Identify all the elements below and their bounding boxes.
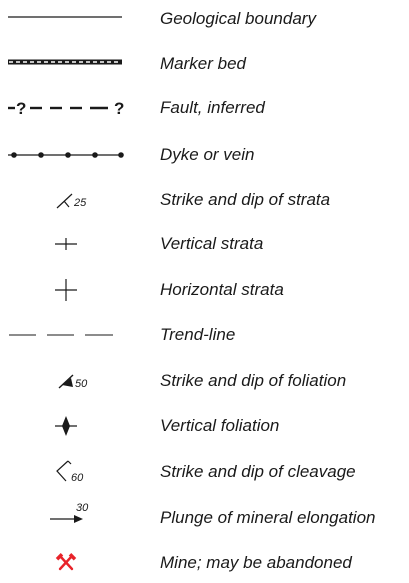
legend-label: Geological boundary: [160, 9, 316, 28]
legend-row-fault-inferred: ? ? Fault, inferred: [0, 88, 409, 128]
legend-label: Horizontal strata: [160, 280, 284, 299]
legend-label: Trend-line: [160, 325, 236, 344]
legend-row-trend-line: Trend-line: [0, 315, 409, 355]
trend-line: [0, 315, 140, 355]
plunge-value: 30: [76, 502, 89, 514]
legend-row-geological-boundary: Geological boundary: [0, 0, 409, 39]
mine-icon: [0, 543, 140, 583]
legend-label: Vertical foliation: [160, 416, 280, 435]
strike-dip-strata-icon: 25: [0, 180, 140, 220]
legend-row-vertical-foliation: Vertical foliation: [0, 406, 409, 446]
strike-dip-cleavage-icon: 60: [0, 452, 140, 492]
legend-label: Vertical strata: [160, 234, 264, 253]
svg-text:?: ?: [114, 99, 124, 118]
legend-label: Dyke or vein: [160, 145, 255, 164]
dyke-or-vein-line: [0, 135, 140, 175]
legend-row-mine: Mine; may be abandoned: [0, 543, 409, 583]
legend-row-dyke-or-vein: Dyke or vein: [0, 135, 409, 175]
strike-dip-foliation-icon: 50: [0, 361, 140, 401]
legend-row-strike-dip-cleavage: 60 Strike and dip of cleavage: [0, 452, 409, 492]
legend-label: Plunge of mineral elongation: [160, 508, 376, 527]
vertical-foliation-icon: [0, 406, 140, 446]
foliation-dip-value: 50: [75, 378, 88, 390]
strata-dip-value: 25: [73, 197, 87, 209]
legend-label: Strike and dip of foliation: [160, 371, 347, 390]
legend-label: Strike and dip of strata: [160, 190, 331, 209]
legend-row-strike-dip-foliation: 50 Strike and dip of foliation: [0, 361, 409, 401]
legend-label: Marker bed: [160, 54, 246, 73]
svg-text:?: ?: [16, 99, 26, 118]
legend-row-plunge: 30 Plunge of mineral elongation: [0, 498, 409, 538]
fault-inferred-line: ? ?: [0, 88, 140, 128]
legend-row-marker-bed: Marker bed: [0, 44, 409, 84]
legend-row-horizontal-strata: Horizontal strata: [0, 270, 409, 310]
cleavage-dip-value: 60: [71, 472, 84, 484]
vertical-strata-icon: [0, 224, 140, 264]
geological-boundary-line: [0, 0, 140, 39]
legend-label: Strike and dip of cleavage: [160, 462, 356, 481]
legend-label: Fault, inferred: [160, 98, 265, 117]
marker-bed-line: [0, 44, 140, 84]
legend-row-vertical-strata: Vertical strata: [0, 224, 409, 264]
horizontal-strata-icon: [0, 270, 140, 310]
plunge-arrow-icon: 30: [0, 498, 140, 538]
legend-row-strike-dip-strata: 25 Strike and dip of strata: [0, 180, 409, 220]
legend-label: Mine; may be abandoned: [160, 553, 352, 572]
